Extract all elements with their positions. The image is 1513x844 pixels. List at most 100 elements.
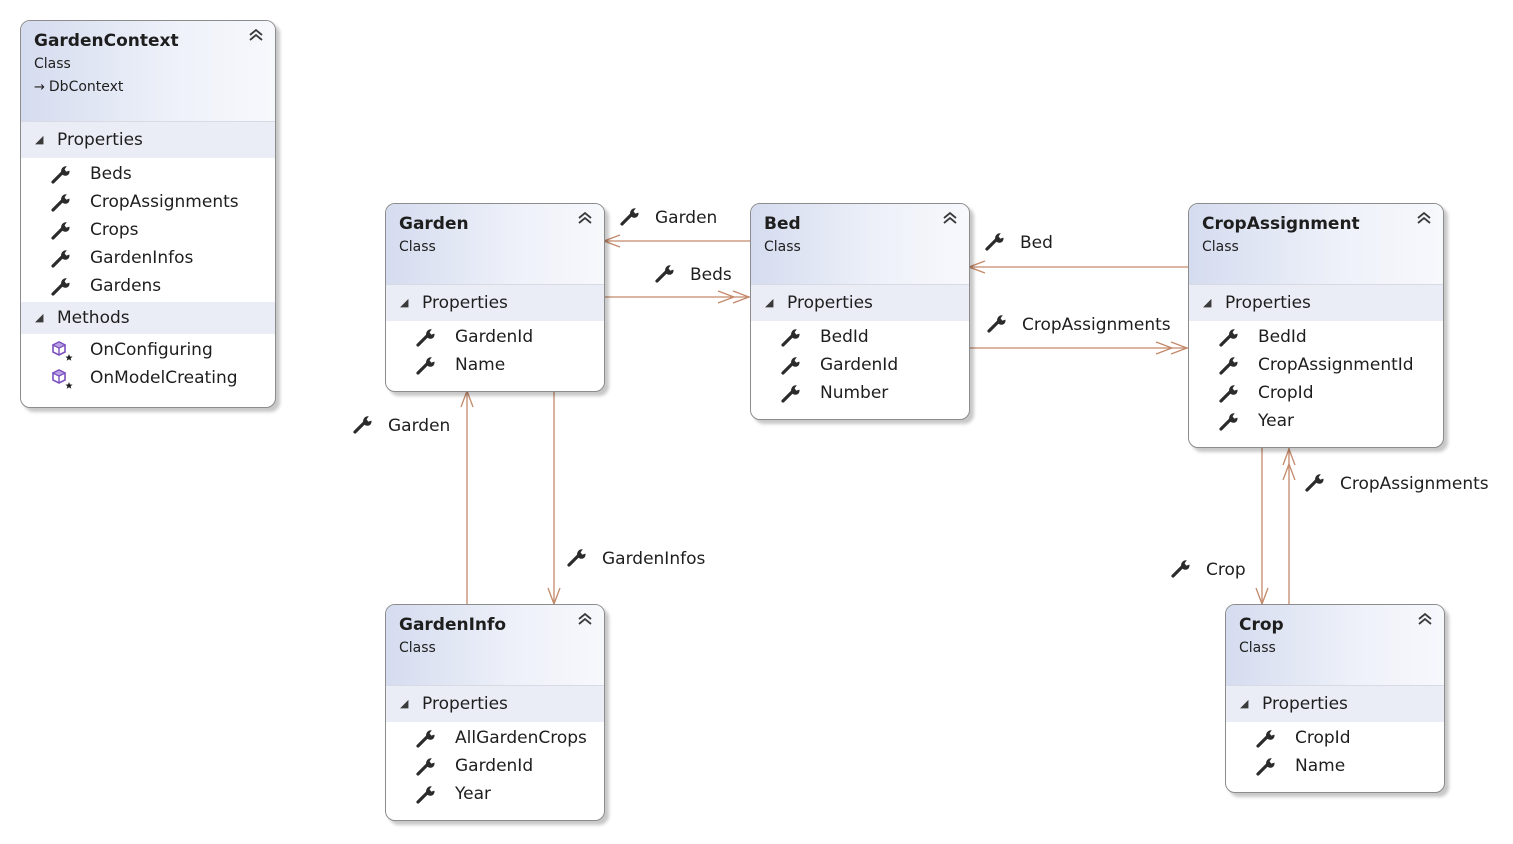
double-chevron-up-icon[interactable] xyxy=(576,611,594,629)
property-gardenid[interactable]: GardenId xyxy=(751,351,969,379)
section-properties[interactable]: ◢Properties xyxy=(1189,285,1443,321)
class-name: Crop xyxy=(1239,615,1284,635)
association-label-cropassignment-crop[interactable]: Crop xyxy=(1171,558,1246,582)
property-crops[interactable]: Crops xyxy=(21,216,275,244)
class-gardencontext[interactable]: GardenContext Class →DbContext ◢Properti… xyxy=(20,20,276,408)
class-kind: Class xyxy=(34,56,71,72)
member-list: Beds CropAssignments Crops GardenInfos G… xyxy=(21,158,275,302)
member-label: Beds xyxy=(90,164,132,184)
association-label-gardeninfo-garden[interactable]: Garden xyxy=(353,414,450,438)
member-label: Number xyxy=(820,383,889,403)
section-title: Properties xyxy=(422,694,508,714)
member-list: BedId CropAssignmentId CropId Year xyxy=(1189,321,1443,437)
class-header: GardenContext Class →DbContext xyxy=(21,21,275,122)
wrench-icon xyxy=(51,188,75,216)
property-allgardencrops[interactable]: AllGardenCrops xyxy=(386,724,604,752)
association-label-bed-cropassignments[interactable]: CropAssignments xyxy=(987,313,1171,337)
class-bed[interactable]: Bed Class ◢ Properties BedId GardenId Num… xyxy=(750,203,970,420)
member-list: CropId Name xyxy=(1226,722,1444,782)
association-label-garden-gardeninfos[interactable]: GardenInfos xyxy=(567,547,705,571)
class-kind: Class xyxy=(399,640,436,656)
class-header: CropAssignment Class xyxy=(1189,204,1443,285)
association-label-crop-cropassignments[interactable]: CropAssignments xyxy=(1305,472,1489,496)
member-label: CropAssignmentId xyxy=(1258,355,1414,375)
triangle-icon: ◢ xyxy=(765,296,774,309)
property-bedid[interactable]: BedId xyxy=(751,323,969,351)
double-chevron-up-icon[interactable] xyxy=(1415,210,1433,228)
double-chevron-up-icon[interactable] xyxy=(941,210,959,228)
association-label-cropassignment-bed[interactable]: Bed xyxy=(985,231,1053,255)
wrench-icon xyxy=(1219,351,1243,379)
property-cropassignments[interactable]: CropAssignments xyxy=(21,188,275,216)
association-label-text: Garden xyxy=(388,416,451,436)
association-label-garden-beds[interactable]: Beds xyxy=(655,263,732,287)
property-gardeninfos[interactable]: GardenInfos xyxy=(21,244,275,272)
property-beds[interactable]: Beds xyxy=(21,160,275,188)
member-label: GardenId xyxy=(455,756,534,776)
property-cropid[interactable]: CropId xyxy=(1189,379,1443,407)
wrench-icon xyxy=(416,752,440,780)
section-properties[interactable]: ◢Properties xyxy=(386,686,604,722)
class-name: CropAssignment xyxy=(1202,214,1360,234)
member-label: Year xyxy=(1258,411,1294,431)
section-title: Properties xyxy=(787,293,873,313)
association-label-text: Garden xyxy=(655,208,718,228)
method-onmodelcreating[interactable]: OnModelCreating xyxy=(21,364,275,392)
wrench-icon xyxy=(985,231,1009,255)
property-name[interactable]: Name xyxy=(386,351,604,379)
wrench-icon xyxy=(1219,323,1243,351)
class-kind: Class xyxy=(1202,239,1239,255)
property-name[interactable]: Name xyxy=(1226,752,1444,780)
member-label: BedId xyxy=(1258,327,1307,347)
member-list: OnConfiguring OnModelCreating xyxy=(21,334,275,394)
class-header: Garden Class xyxy=(386,204,604,285)
method-cube-icon xyxy=(51,364,75,392)
member-list: BedId GardenId Number xyxy=(751,321,969,409)
association-label-bed-garden[interactable]: Garden xyxy=(620,206,717,230)
property-year[interactable]: Year xyxy=(386,780,604,808)
property-gardenid[interactable]: GardenId xyxy=(386,752,604,780)
wrench-icon xyxy=(51,160,75,188)
triangle-icon: ◢ xyxy=(400,296,409,309)
wrench-icon xyxy=(781,379,805,407)
section-methods[interactable]: ◢Methods xyxy=(21,302,275,334)
class-crop[interactable]: Crop Class ◢Properties CropId Name xyxy=(1225,604,1445,793)
section-properties[interactable]: ◢Properties xyxy=(386,285,604,321)
section-properties[interactable]: ◢Properties xyxy=(21,122,275,158)
property-year[interactable]: Year xyxy=(1189,407,1443,435)
method-cube-icon xyxy=(51,336,75,364)
class-header: Bed Class xyxy=(751,204,969,285)
class-name: Bed xyxy=(764,214,801,234)
property-cropid[interactable]: CropId xyxy=(1226,724,1444,752)
double-chevron-up-icon[interactable] xyxy=(247,27,265,45)
property-bedid[interactable]: BedId xyxy=(1189,323,1443,351)
section-properties[interactable]: ◢Properties xyxy=(1226,686,1444,722)
double-chevron-up-icon[interactable] xyxy=(1416,611,1434,629)
wrench-icon xyxy=(416,724,440,752)
member-list: GardenId Name xyxy=(386,321,604,381)
section-properties[interactable]: ◢ Properties xyxy=(751,285,969,321)
association-label-text: Bed xyxy=(1020,233,1053,253)
member-label: Crops xyxy=(90,220,139,240)
association-label-text: Beds xyxy=(690,265,732,285)
property-cropassignmentid[interactable]: CropAssignmentId xyxy=(1189,351,1443,379)
wrench-icon xyxy=(416,780,440,808)
method-onconfiguring[interactable]: OnConfiguring xyxy=(21,336,275,364)
class-gardeninfo[interactable]: GardenInfo Class ◢Properties AllGardenCr… xyxy=(385,604,605,821)
member-label: OnConfiguring xyxy=(90,340,213,360)
wrench-icon xyxy=(51,216,75,244)
wrench-icon xyxy=(353,414,377,438)
property-number[interactable]: Number xyxy=(751,379,969,407)
member-label: Name xyxy=(455,355,506,375)
property-gardens[interactable]: Gardens xyxy=(21,272,275,300)
class-cropassignment[interactable]: CropAssignment Class ◢Properties BedId C… xyxy=(1188,203,1444,448)
property-gardenid[interactable]: GardenId xyxy=(386,323,604,351)
section-title: Properties xyxy=(57,130,143,150)
class-garden[interactable]: Garden Class ◢Properties GardenId Name xyxy=(385,203,605,392)
member-label: GardenId xyxy=(455,327,534,347)
member-label: Year xyxy=(455,784,491,804)
wrench-icon xyxy=(1305,472,1329,496)
triangle-icon: ◢ xyxy=(1203,296,1212,309)
class-name: GardenInfo xyxy=(399,615,507,635)
double-chevron-up-icon[interactable] xyxy=(576,210,594,228)
